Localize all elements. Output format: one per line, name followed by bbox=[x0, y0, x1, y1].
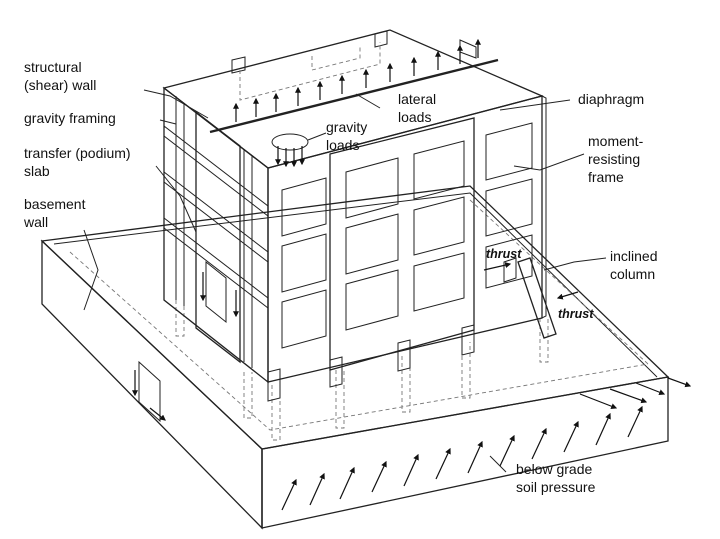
label-soil-pressure-2: soil pressure bbox=[516, 479, 596, 495]
shear-wall bbox=[195, 110, 241, 364]
thrust-arrows bbox=[483, 262, 579, 300]
soil-pressure-arrows bbox=[281, 377, 692, 511]
label-basement-wall-1: basement bbox=[24, 196, 86, 212]
moment-frame bbox=[329, 117, 475, 371]
labels: structural (shear) wall gravity framing … bbox=[23, 59, 657, 495]
label-structural-wall-1: structural bbox=[24, 59, 82, 75]
label-transfer-slab-1: transfer (podium) bbox=[24, 145, 131, 161]
label-moment-frame-1: moment- bbox=[588, 133, 644, 149]
label-basement-wall-2: wall bbox=[23, 214, 48, 230]
label-gravity-framing: gravity framing bbox=[24, 110, 116, 126]
basement-box bbox=[40, 185, 670, 530]
label-lateral-loads-2: loads bbox=[398, 109, 431, 125]
building-frame bbox=[162, 29, 557, 402]
label-transfer-slab-2: slab bbox=[24, 163, 50, 179]
label-thrust-lower: thrust bbox=[558, 307, 594, 321]
label-inclined-column-1: inclined bbox=[610, 248, 657, 264]
basement-wall-opening bbox=[138, 360, 161, 423]
label-moment-frame-2: resisting bbox=[588, 151, 640, 167]
lateral-load-arrows bbox=[209, 38, 499, 134]
label-gravity-loads-1: gravity bbox=[326, 119, 367, 135]
basement-wall-front bbox=[261, 376, 669, 529]
label-thrust-upper: thrust bbox=[486, 247, 522, 261]
basement-wall-left bbox=[41, 239, 263, 530]
shear-wall-opening bbox=[205, 260, 227, 324]
gravity-load-symbol bbox=[271, 133, 309, 168]
label-inclined-column-2: column bbox=[610, 266, 655, 282]
inclined-column bbox=[517, 257, 557, 339]
label-gravity-loads-2: loads bbox=[326, 137, 359, 153]
leader-lines bbox=[83, 89, 607, 473]
label-structural-wall-2: (shear) wall bbox=[24, 77, 96, 93]
label-diaphragm: diaphragm bbox=[578, 91, 644, 107]
label-lateral-loads-1: lateral bbox=[398, 91, 436, 107]
label-moment-frame-3: frame bbox=[588, 169, 624, 185]
label-soil-pressure-1: below grade bbox=[516, 461, 592, 477]
basement-columns bbox=[175, 286, 549, 441]
